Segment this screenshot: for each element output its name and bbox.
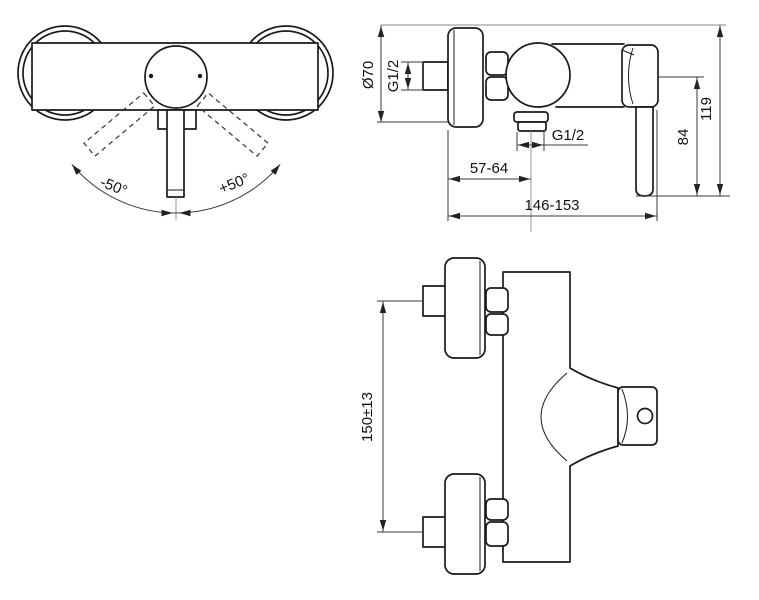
hex-nut-lower: [485, 76, 509, 101]
dimension-outlet-thread: G1/2: [516, 127, 588, 151]
outlet-thread-label: G1/2: [552, 127, 585, 144]
dimension-inlet-thread: G1/2: [385, 60, 424, 93]
swing-arc: [71, 164, 281, 214]
handle-hub: [144, 45, 208, 109]
front-view: -50° +50°: [17, 25, 334, 220]
inlet-tail-side: [422, 61, 449, 91]
lever-cap: [621, 44, 659, 108]
outlet-flange: [513, 111, 549, 123]
hub-dot-right: [197, 73, 203, 79]
wall-to-outlet-label: 57-64: [470, 160, 508, 177]
dimension-inlet-spacing: 150±13: [359, 300, 423, 533]
lever-handle-front: [166, 109, 185, 198]
rosette-side: [447, 27, 484, 128]
overall-height-label: 119: [698, 97, 715, 121]
spout-profile-curve: [540, 372, 568, 462]
valve-ball: [505, 42, 571, 108]
swing-left-label: -50°: [98, 174, 130, 200]
top-hex-nut-a: [485, 287, 509, 313]
handle-ghost-left: [83, 92, 156, 157]
arc-center-arrow-left: [161, 209, 173, 217]
hub-dot-left: [148, 73, 154, 79]
rosette-diameter-label: Ø70: [360, 61, 377, 89]
plan-view: 150±13: [359, 257, 658, 575]
top-rosette-plan: [444, 257, 486, 359]
lever-handle-side: [635, 106, 654, 197]
dimension-lever-height: 84: [657, 76, 704, 196]
handle-ghost-right: [196, 92, 269, 157]
knob-arc: [621, 388, 628, 444]
bottom-rosette-plan: [444, 473, 486, 575]
arc-center-arrow-right: [179, 209, 191, 217]
bottom-hex-nut-a: [485, 498, 509, 521]
lever-cap-curve: [628, 47, 634, 105]
dimension-overall-height: 119: [636, 25, 730, 197]
inlet-thread-label: G1/2: [385, 60, 402, 93]
dimension-rosette-diameter: Ø70: [360, 25, 448, 123]
dimension-wall-to-outlet: 57-64: [447, 130, 531, 221]
hex-nut-upper: [485, 51, 509, 76]
side-view: Ø70 G1/2 G1/2 57-64: [360, 24, 730, 232]
lever-cap-notch: [621, 49, 635, 56]
wall-to-front-label: 146-153: [524, 197, 579, 214]
dimension-wall-to-front: 146-153: [448, 110, 658, 221]
bottom-hex-nut-b: [485, 521, 509, 547]
outlet-nipple: [517, 121, 547, 132]
mixer-body-plan: [502, 271, 619, 563]
inlet-spacing-label: 150±13: [359, 392, 376, 442]
top-hex-nut-b: [485, 313, 509, 336]
knob-screw-hole: [636, 407, 654, 425]
lever-height-label: 84: [675, 129, 692, 146]
